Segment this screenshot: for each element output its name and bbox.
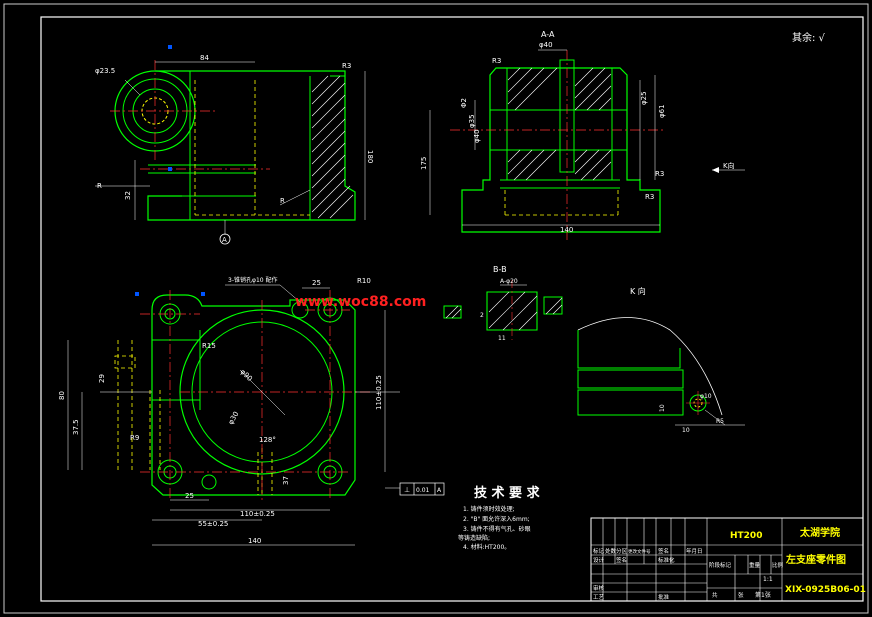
dim-label: φ10 [700, 393, 712, 400]
dim-label: φ25 [640, 91, 648, 105]
tb-bottom: 共 [712, 591, 718, 599]
tech-req-item: 4. 材料:HT200。 [463, 543, 510, 551]
tolerance-symbol: ⊥ [404, 486, 410, 494]
dim-label: 80 [58, 391, 66, 400]
section-a-title: A-A [541, 30, 555, 39]
pin-hole-note: 3-锥销孔φ10 配作 [228, 276, 277, 284]
plan-view-dimensions: 25 R10 R15 φ90 R9 φ30 128° 25 55±0.25 11… [58, 276, 442, 545]
dim-label: R3 [645, 193, 654, 201]
tb-label: 批准 [658, 593, 670, 601]
k-arrow-label: K向 [723, 161, 735, 170]
material: HT200 [730, 531, 762, 541]
dim-label: 180 [366, 150, 374, 163]
tb-stage: 比例 [772, 561, 784, 569]
dim-label: 11 [498, 335, 506, 342]
dim-label: 10 [682, 427, 690, 434]
tolerance-datum: A [437, 487, 442, 494]
tb-header: 处数 [605, 547, 617, 555]
dim-label: 55±0.25 [198, 520, 228, 528]
dim-label: 140 [248, 537, 261, 545]
dim-label: 10 [659, 404, 666, 412]
dim-label: φ23.5 [95, 67, 115, 75]
tb-header: 标记 [593, 547, 605, 555]
dim-label: R [280, 197, 285, 205]
scale: 1:1 [763, 576, 773, 583]
dim-label: 25 [312, 279, 321, 287]
dim-label: 25 [185, 492, 194, 500]
dim-label: 37.5 [72, 419, 80, 435]
plan-view [67, 284, 445, 546]
tech-req-item: 2. "B" 面允许深入6mm; [463, 515, 530, 523]
dim-label: 2 [480, 312, 484, 319]
dim-label: φ40 [473, 129, 481, 143]
dim-label: φ35 [468, 114, 476, 128]
tb-label: 工艺 [593, 594, 605, 601]
dim-label: R [97, 182, 102, 190]
tb-label: 标准化 [658, 556, 675, 564]
technical-requirements: 技 术 要 求 1. 铸件须时效处理; 2. "B" 面允许深入6mm; 3. … [458, 485, 541, 551]
tb-header: 更改文件号 [628, 548, 651, 555]
surface-finish-note: 其余: √ [792, 31, 826, 44]
tech-req-item: 3. 铸件不得有气孔、砂眼 [463, 525, 531, 533]
title-block: HT200 太湖学院 左支座零件图 XIX-0925B06-01 1:1 第1张… [590, 517, 866, 602]
sheet-number: 第1张 [755, 591, 771, 599]
front-view [95, 45, 366, 245]
dim-label: R3 [655, 170, 664, 178]
inner-border [40, 16, 864, 602]
dim-label: 37 [282, 476, 290, 485]
dim-label: 32 [124, 191, 132, 200]
section-a-view [429, 49, 665, 240]
school-name: 太湖学院 [799, 526, 840, 539]
section-b-dimensions: A-φ20 2 11 [480, 278, 518, 342]
dim-label: R15 [202, 342, 216, 350]
tb-label: 审核 [593, 584, 605, 592]
dim-label: 29 [98, 374, 106, 383]
view-k-title: K 向 [630, 286, 646, 296]
tb-header: 签名 [658, 547, 669, 555]
dim-label: A-φ20 [500, 278, 518, 285]
dim-label: R5 [716, 418, 724, 425]
tb-label: 设计 [593, 556, 605, 564]
tb-header: 分区 [616, 547, 628, 555]
watermark: www.woc88.com [295, 294, 426, 310]
tech-req-title: 技 术 要 求 [474, 485, 541, 501]
dim-label: φ40 [539, 41, 553, 49]
section-a-dimensions: R3 φ40 Φ2 φ35 φ40 φ25 φ61 175 140 R3 R3 [420, 41, 666, 234]
tb-header: 年月日 [686, 547, 703, 555]
dim-label: 84 [200, 54, 209, 62]
k-direction-arrow: K向 [712, 161, 745, 173]
dim-label: 110±0.25 [240, 510, 275, 518]
view-k-dimensions: φ10 10 10 R5 [659, 393, 724, 434]
dim-label: 128° [259, 436, 276, 444]
tb-stage: 重量 [749, 561, 761, 569]
outer-border [3, 3, 869, 614]
tech-req-item: 1. 铸件须时效处理; [463, 505, 515, 513]
drawing-number: XIX-0925B06-01 [785, 585, 866, 595]
dim-label: 110±0.25 [375, 375, 383, 410]
front-view-dimensions: φ23.5 84 R3 180 R 32 R A [95, 54, 374, 244]
dim-label: R3 [492, 57, 501, 65]
section-b-title: B-B [493, 265, 507, 274]
tech-req-item: 等铸造缺陷; [458, 534, 490, 542]
tolerance-value: 0.01 [416, 487, 430, 494]
dim-label: Φ2 [460, 98, 468, 108]
tb-bottom: 张 [738, 591, 744, 599]
tb-label: 签名 [616, 556, 627, 564]
tb-stage: 阶段标记 [709, 561, 732, 569]
dim-label: 140 [560, 226, 573, 234]
dim-label: 175 [420, 157, 428, 170]
dim-label: R3 [342, 62, 351, 70]
dim-label: R9 [130, 434, 139, 442]
dim-label: φ61 [658, 104, 666, 118]
part-name: 左支座零件图 [785, 553, 846, 566]
datum-marker: A [222, 236, 227, 244]
dim-label: R10 [357, 277, 371, 285]
view-k [577, 317, 745, 426]
section-b-view [443, 280, 563, 340]
